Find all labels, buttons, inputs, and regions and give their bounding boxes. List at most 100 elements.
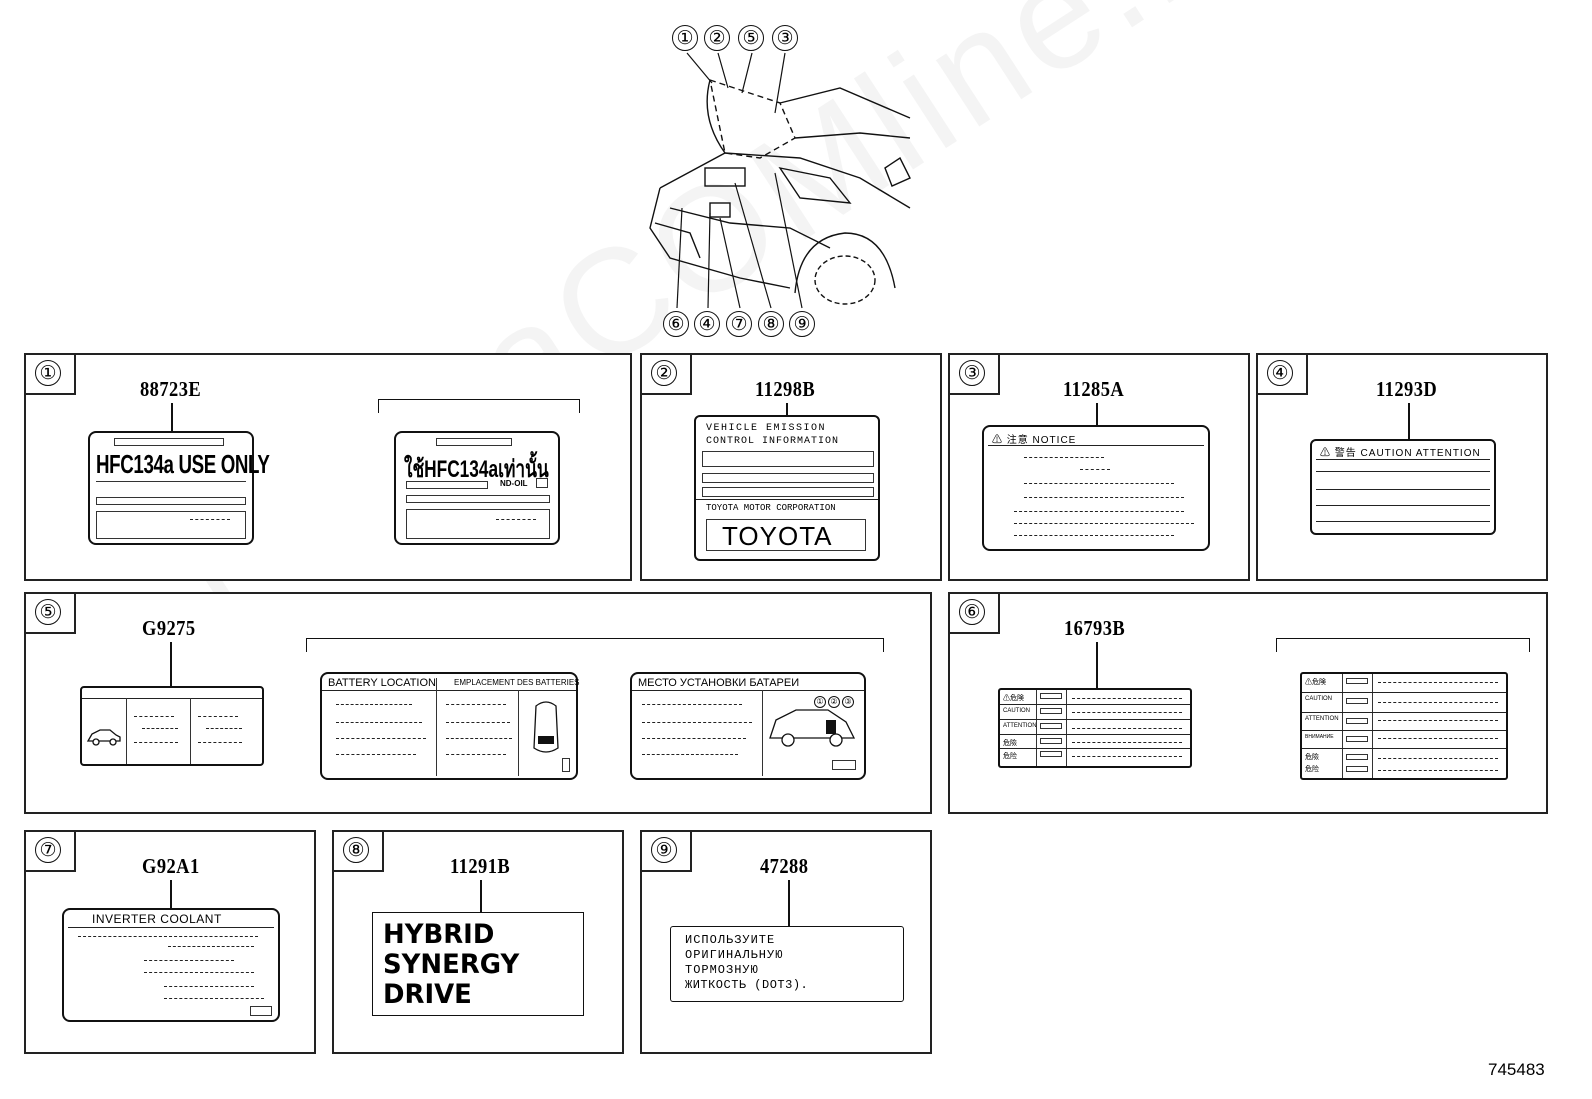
mini-callout-3: ③ bbox=[842, 696, 854, 708]
panel-7: ⑦ G92A1 INVERTER COOLANT bbox=[24, 830, 316, 1054]
callout-4: ④ bbox=[694, 311, 720, 337]
hsd-line1: HYBRID bbox=[383, 919, 495, 950]
car-overview: ① ② ⑤ ③ ⑥ ④ ⑦ ⑧ ⑨ bbox=[630, 18, 930, 348]
part-number: 11291B bbox=[450, 854, 511, 878]
car-top-icon bbox=[533, 701, 559, 753]
label-sub: ND-OIL bbox=[500, 479, 528, 488]
label-brake-fluid-ru: ИСПОЛЬЗУИТЕ ОРИГИНАЛЬНУЮ ТОРМОЗНУЮ ЖИТКО… bbox=[670, 926, 904, 1002]
panel-index: ① bbox=[35, 360, 61, 386]
ru-line4: ЖИТКОСТЬ (DOT3). bbox=[685, 978, 809, 992]
panel-index: ⑦ bbox=[35, 837, 61, 863]
row-b-3: ATTENTION bbox=[1305, 716, 1339, 722]
part-number: G92A1 bbox=[142, 854, 200, 878]
panel-tab: ⑦ bbox=[24, 830, 76, 872]
notice-header: ⚠ 注意 NOTICE bbox=[992, 431, 1076, 446]
panel-index: ② bbox=[651, 360, 677, 386]
warning-icon: ⚠ bbox=[1320, 448, 1331, 459]
panel-5: ⑤ G9275 BATTERY LOCATION EMPLACEMENT DES… bbox=[24, 592, 932, 814]
battery-title-en: BATTERY LOCATION bbox=[328, 677, 436, 689]
drawing-number: 745483 bbox=[1488, 1060, 1545, 1079]
car-icon bbox=[86, 729, 121, 746]
callout-1: ① bbox=[672, 25, 698, 51]
callout-5: ⑤ bbox=[738, 25, 764, 51]
label-battery-location-ru: МЕСТО УСТАНОВКИ БАТАРЕИ ① ② ③ bbox=[630, 672, 866, 780]
label-emission: VEHICLE EMISSION CONTROL INFORMATION TOY… bbox=[694, 415, 880, 561]
label-battery-location: BATTERY LOCATION EMPLACEMENT DES BATTERI… bbox=[320, 672, 580, 780]
car-sketch bbox=[649, 52, 911, 309]
variant-bracket bbox=[1276, 638, 1530, 652]
leader-line bbox=[788, 880, 790, 926]
panel-2: ② 11298B VEHICLE EMISSION CONTROL INFORM… bbox=[640, 353, 942, 581]
part-number: 11298B bbox=[755, 377, 816, 401]
label-notice: ⚠ 注意 NOTICE bbox=[982, 425, 1210, 551]
emission-line1: VEHICLE EMISSION bbox=[706, 423, 827, 434]
panel-tab: ① bbox=[24, 353, 76, 395]
leader-line bbox=[1408, 403, 1410, 439]
panel-tab: ⑤ bbox=[24, 592, 76, 634]
label-multilang-a: ⚠危険 CAUTION ATTENTION 危險 危险 bbox=[998, 688, 1192, 768]
part-number: 16793B bbox=[1064, 616, 1126, 640]
panel-4: ④ 11293D ⚠ 警告 CAUTION ATTENTION bbox=[1256, 353, 1548, 581]
row-a-3: ATTENTION bbox=[1003, 723, 1037, 729]
label-hfc134a-thai: ใช้HFC134aเท่านั้น ND-OIL bbox=[394, 431, 560, 545]
label-battery-small bbox=[80, 686, 264, 766]
leader-line bbox=[171, 403, 173, 431]
variant-bracket bbox=[378, 399, 580, 413]
panel-3: ③ 11285A ⚠ 注意 NOTICE bbox=[948, 353, 1250, 581]
callout-6: ⑥ bbox=[663, 311, 689, 337]
label-hybrid-synergy-drive: HYBRID SYNERGY DRIVE bbox=[372, 912, 584, 1016]
part-number: G9275 bbox=[142, 616, 196, 640]
panel-6: ⑥ 16793B ⚠危険 CAUTION ATTENTION 危險 危险 ⚠危険… bbox=[948, 592, 1548, 814]
row-b-6: 危险 bbox=[1305, 766, 1319, 773]
leader-line bbox=[1096, 642, 1098, 688]
mini-callout-1: ① bbox=[814, 696, 826, 708]
label-multilang-b: ⚠危険 CAUTION ATTENTION ВНИМАНИЕ 危險 危险 bbox=[1300, 672, 1508, 780]
emission-line2: CONTROL INFORMATION bbox=[706, 436, 840, 447]
row-b-4: ВНИМАНИЕ bbox=[1305, 734, 1334, 740]
leader-line bbox=[480, 880, 482, 912]
row-a-1: ⚠危険 bbox=[1003, 695, 1024, 702]
panel-index: ③ bbox=[959, 360, 985, 386]
panel-index: ⑨ bbox=[651, 837, 677, 863]
panel-tab: ⑥ bbox=[948, 592, 1000, 634]
panel-index: ⑥ bbox=[959, 599, 985, 625]
callout-9: ⑨ bbox=[789, 311, 815, 337]
label-inverter-coolant: INVERTER COOLANT bbox=[62, 908, 280, 1022]
panel-index: ⑧ bbox=[343, 837, 369, 863]
panel-tab: ⑨ bbox=[640, 830, 692, 872]
warning-icon: ⚠ bbox=[992, 435, 1003, 446]
caution-header-text: 警告 CAUTION ATTENTION bbox=[1334, 448, 1481, 459]
ru-line2: ОРИГИНАЛЬНУЮ bbox=[685, 948, 784, 962]
panel-tab: ③ bbox=[948, 353, 1000, 395]
callout-2: ② bbox=[704, 25, 730, 51]
row-a-2: CAUTION bbox=[1003, 708, 1030, 714]
leader-line bbox=[170, 642, 172, 686]
part-number: 11293D bbox=[1376, 377, 1438, 401]
panel-9: ⑨ 47288 ИСПОЛЬЗУИТЕ ОРИГИНАЛЬНУЮ ТОРМОЗН… bbox=[640, 830, 932, 1054]
variant-bracket bbox=[306, 638, 884, 652]
label-title-thai: ใช้HFC134aเท่านั้น bbox=[404, 456, 549, 483]
row-b-2: CAUTION bbox=[1305, 696, 1332, 702]
callout-7: ⑦ bbox=[726, 311, 752, 337]
panel-8: ⑧ 11291B HYBRID SYNERGY DRIVE bbox=[332, 830, 624, 1054]
battery-title-ru: МЕСТО УСТАНОВКИ БАТАРЕИ bbox=[638, 677, 800, 689]
label-hfc134a: HFC134a USE ONLY bbox=[88, 431, 270, 545]
label-title: HFC134a USE ONLY bbox=[96, 449, 270, 479]
part-number: 47288 bbox=[760, 854, 809, 878]
panel-tab: ⑧ bbox=[332, 830, 384, 872]
hsd-line3: DRIVE bbox=[383, 979, 472, 1010]
panel-tab: ④ bbox=[1256, 353, 1308, 395]
callout-3: ③ bbox=[772, 25, 798, 51]
battery-title-fr: EMPLACEMENT DES BATTERIES bbox=[454, 678, 580, 687]
callout-8: ⑧ bbox=[758, 311, 784, 337]
row-a-5: 危险 bbox=[1003, 753, 1017, 760]
part-number: 88723E bbox=[140, 377, 202, 401]
leader-line bbox=[1096, 403, 1098, 427]
ru-line3: ТОРМОЗНУЮ bbox=[685, 963, 759, 977]
row-b-5: 危險 bbox=[1305, 754, 1319, 761]
label-caution: ⚠ 警告 CAUTION ATTENTION bbox=[1310, 439, 1496, 535]
coolant-header: INVERTER COOLANT bbox=[92, 912, 222, 926]
panel-tab: ② bbox=[640, 353, 692, 395]
car-side-icon bbox=[769, 709, 856, 747]
emission-brand: TOYOTA bbox=[722, 521, 833, 551]
